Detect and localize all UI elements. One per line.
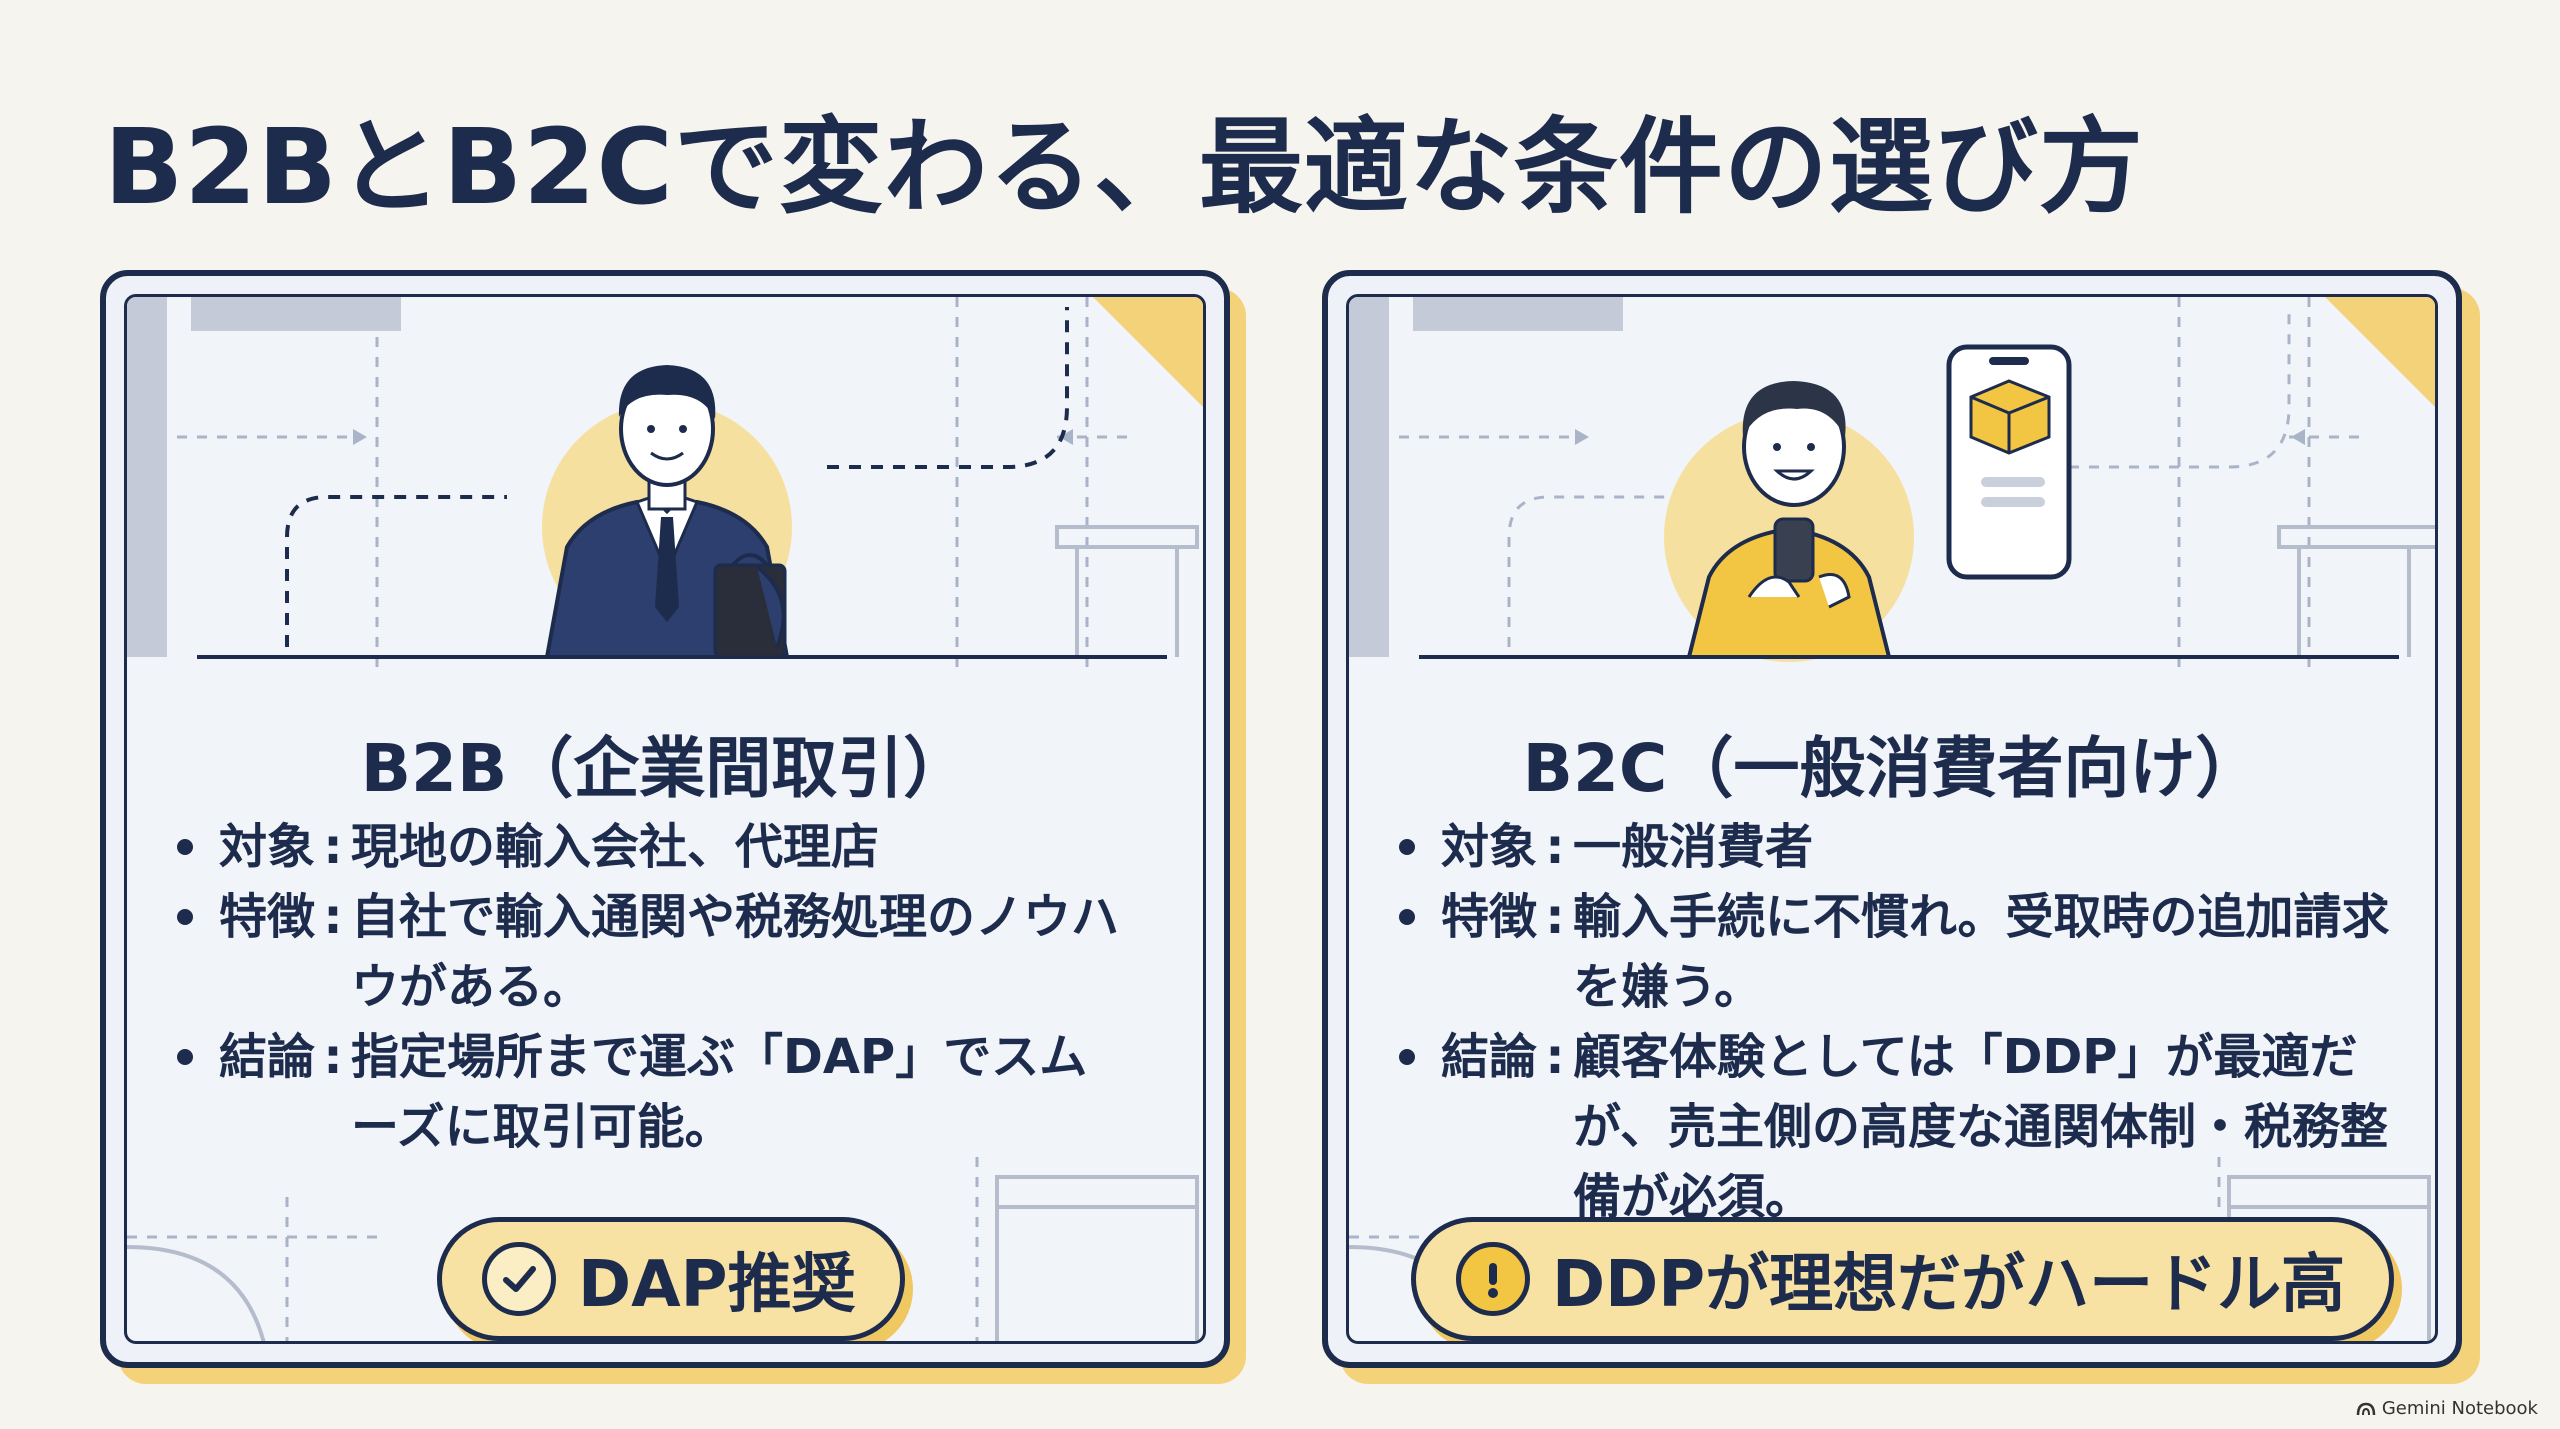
b2b-corner-fold: [1093, 297, 1203, 407]
b2b-card-inner: B2B（企業間取引） 対象:現地の輸入会社、代理店 特徴:自社で輸入通関や税務処…: [124, 294, 1206, 1344]
b2c-card: B2C（一般消費者向け） 対象:一般消費者 特徴:輸入手続に不慣れ。受取時の追加…: [1322, 270, 2462, 1368]
item-text: 現地の輸入会社、代理店: [351, 819, 880, 875]
b2c-blueprint-background: [1349, 297, 2435, 1341]
item-text: 輸入手続に不慣れ。受取時の追加請求を嫌う。: [1573, 889, 2390, 1015]
b2b-badge-label: DAP推奨: [578, 1248, 856, 1322]
list-item: 対象:現地の輸入会社、代理店: [177, 812, 1131, 882]
list-item: 特徴:自社で輸入通関や税務処理のノウハウがある。: [177, 882, 1131, 1022]
b2c-heading: B2C（一般消費者向け）: [1522, 730, 2262, 807]
watermark: Gemini Notebook: [2356, 1398, 2538, 1419]
item-label: 特徴: [219, 889, 316, 945]
item-text: 自社で輸入通関や税務処理のノウハウがある。: [351, 889, 1120, 1015]
check-circle-icon: [482, 1242, 556, 1316]
b2c-card-inner: B2C（一般消費者向け） 対象:一般消費者 特徴:輸入手続に不慣れ。受取時の追加…: [1346, 294, 2438, 1344]
item-text: 顧客体験としては「DDP」が最適だが、売主側の高度な通関体制・税務整備が必須。: [1573, 1029, 2389, 1225]
b2c-badge-label: DDPが理想だがハードル高: [1552, 1248, 2346, 1322]
b2b-list: 対象:現地の輸入会社、代理店 特徴:自社で輸入通関や税務処理のノウハウがある。 …: [177, 812, 1131, 1162]
b2c-corner-fold: [2325, 297, 2435, 407]
gemini-notebook-logo-icon: [2356, 1402, 2376, 1415]
b2b-heading: B2B（企業間取引）: [360, 730, 970, 807]
exclamation-circle-icon: [1456, 1242, 1530, 1316]
item-label: 対象: [1441, 819, 1538, 875]
list-item: 結論:指定場所まで運ぶ「DAP」でスムーズに取引可能。: [177, 1022, 1131, 1162]
item-label: 対象: [219, 819, 316, 875]
businessman-illustration: [542, 365, 792, 659]
list-item: 結論:顧客体験としては「DDP」が最適だが、売主側の高度な通関体制・税務整備が必…: [1399, 1022, 2393, 1232]
item-text: 一般消費者: [1573, 819, 1814, 875]
list-item: 特徴:輸入手続に不慣れ。受取時の追加請求を嫌う。: [1399, 882, 2393, 1022]
b2b-blueprint-background: [127, 297, 1199, 1341]
item-text: 指定場所まで運ぶ「DAP」でスムーズに取引可能。: [351, 1029, 1088, 1155]
b2b-card: B2B（企業間取引） 対象:現地の輸入会社、代理店 特徴:自社で輸入通関や税務処…: [100, 270, 1230, 1368]
b2c-list: 対象:一般消費者 特徴:輸入手続に不慣れ。受取時の追加請求を嫌う。 結論:顧客体…: [1399, 812, 2393, 1232]
b2b-recommendation-badge: DAP推奨: [437, 1217, 905, 1341]
b2c-caution-badge: DDPが理想だがハードル高: [1411, 1217, 2395, 1341]
item-label: 結論: [1441, 1029, 1538, 1085]
list-item: 対象:一般消費者: [1399, 812, 2393, 882]
item-label: 特徴: [1441, 889, 1538, 945]
page-title: B2BとB2Cで変わる、最適な条件の選び方: [104, 106, 2144, 228]
consumer-illustration: [1664, 344, 2072, 662]
watermark-text: Gemini Notebook: [2381, 1398, 2538, 1419]
item-label: 結論: [219, 1029, 316, 1085]
